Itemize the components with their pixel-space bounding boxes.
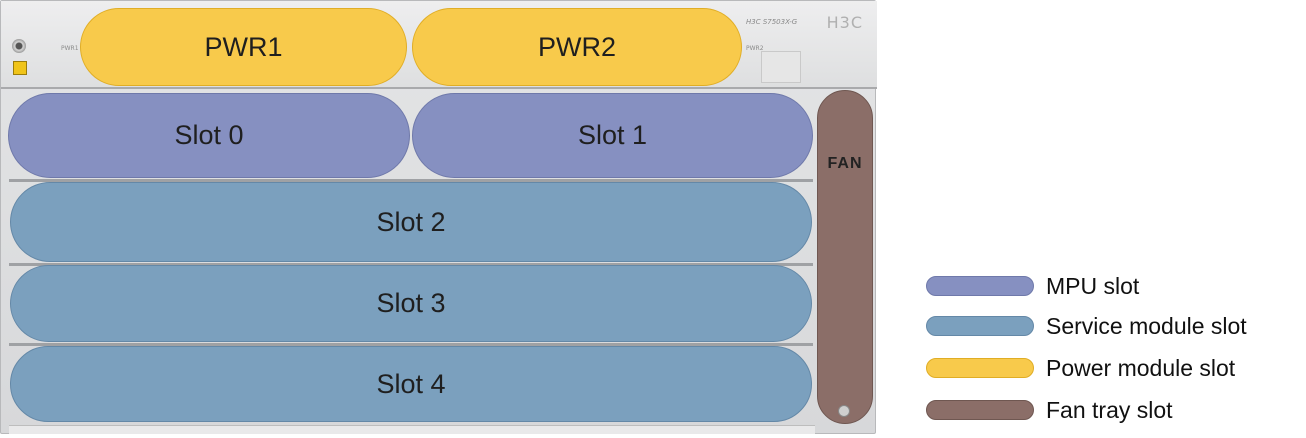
slot-0[interactable]: Slot 0 — [8, 93, 410, 178]
slot-rail — [9, 179, 813, 182]
screw-icon — [12, 39, 26, 53]
slot-4[interactable]: Slot 4 — [10, 346, 812, 422]
slot-1[interactable]: Slot 1 — [412, 93, 813, 178]
fan-knob-icon — [838, 405, 850, 417]
slot-3[interactable]: Slot 3 — [10, 265, 812, 342]
legend-swatch — [926, 400, 1034, 420]
slot-rail — [9, 343, 813, 346]
slot-rail — [9, 263, 813, 266]
slot-2[interactable]: Slot 2 — [10, 182, 812, 262]
legend-swatch — [926, 358, 1034, 378]
vendor-logo: H3C — [826, 13, 863, 32]
legend-label: Service module slot — [1046, 313, 1247, 339]
slot-fan[interactable]: FAN — [817, 90, 873, 424]
pwr1-tag: PWR1 — [61, 45, 79, 52]
legend-swatch — [926, 276, 1034, 296]
chassis-bottom-strip — [9, 425, 815, 434]
chassis-door — [761, 51, 801, 83]
esd-warning-icon — [13, 61, 27, 75]
legend-label: Power module slot — [1046, 355, 1236, 381]
legend-swatch — [926, 316, 1034, 336]
fan-label: FAN — [827, 155, 863, 172]
legend-label: Fan tray slot — [1046, 397, 1173, 423]
model-label: H3C S7503X-G — [746, 18, 798, 26]
slot-pwr1[interactable]: PWR1 — [80, 8, 407, 86]
slot-pwr2[interactable]: PWR2 — [412, 8, 742, 86]
pwr2-tag: PWR2 — [746, 45, 764, 52]
legend-label: MPU slot — [1046, 273, 1140, 299]
